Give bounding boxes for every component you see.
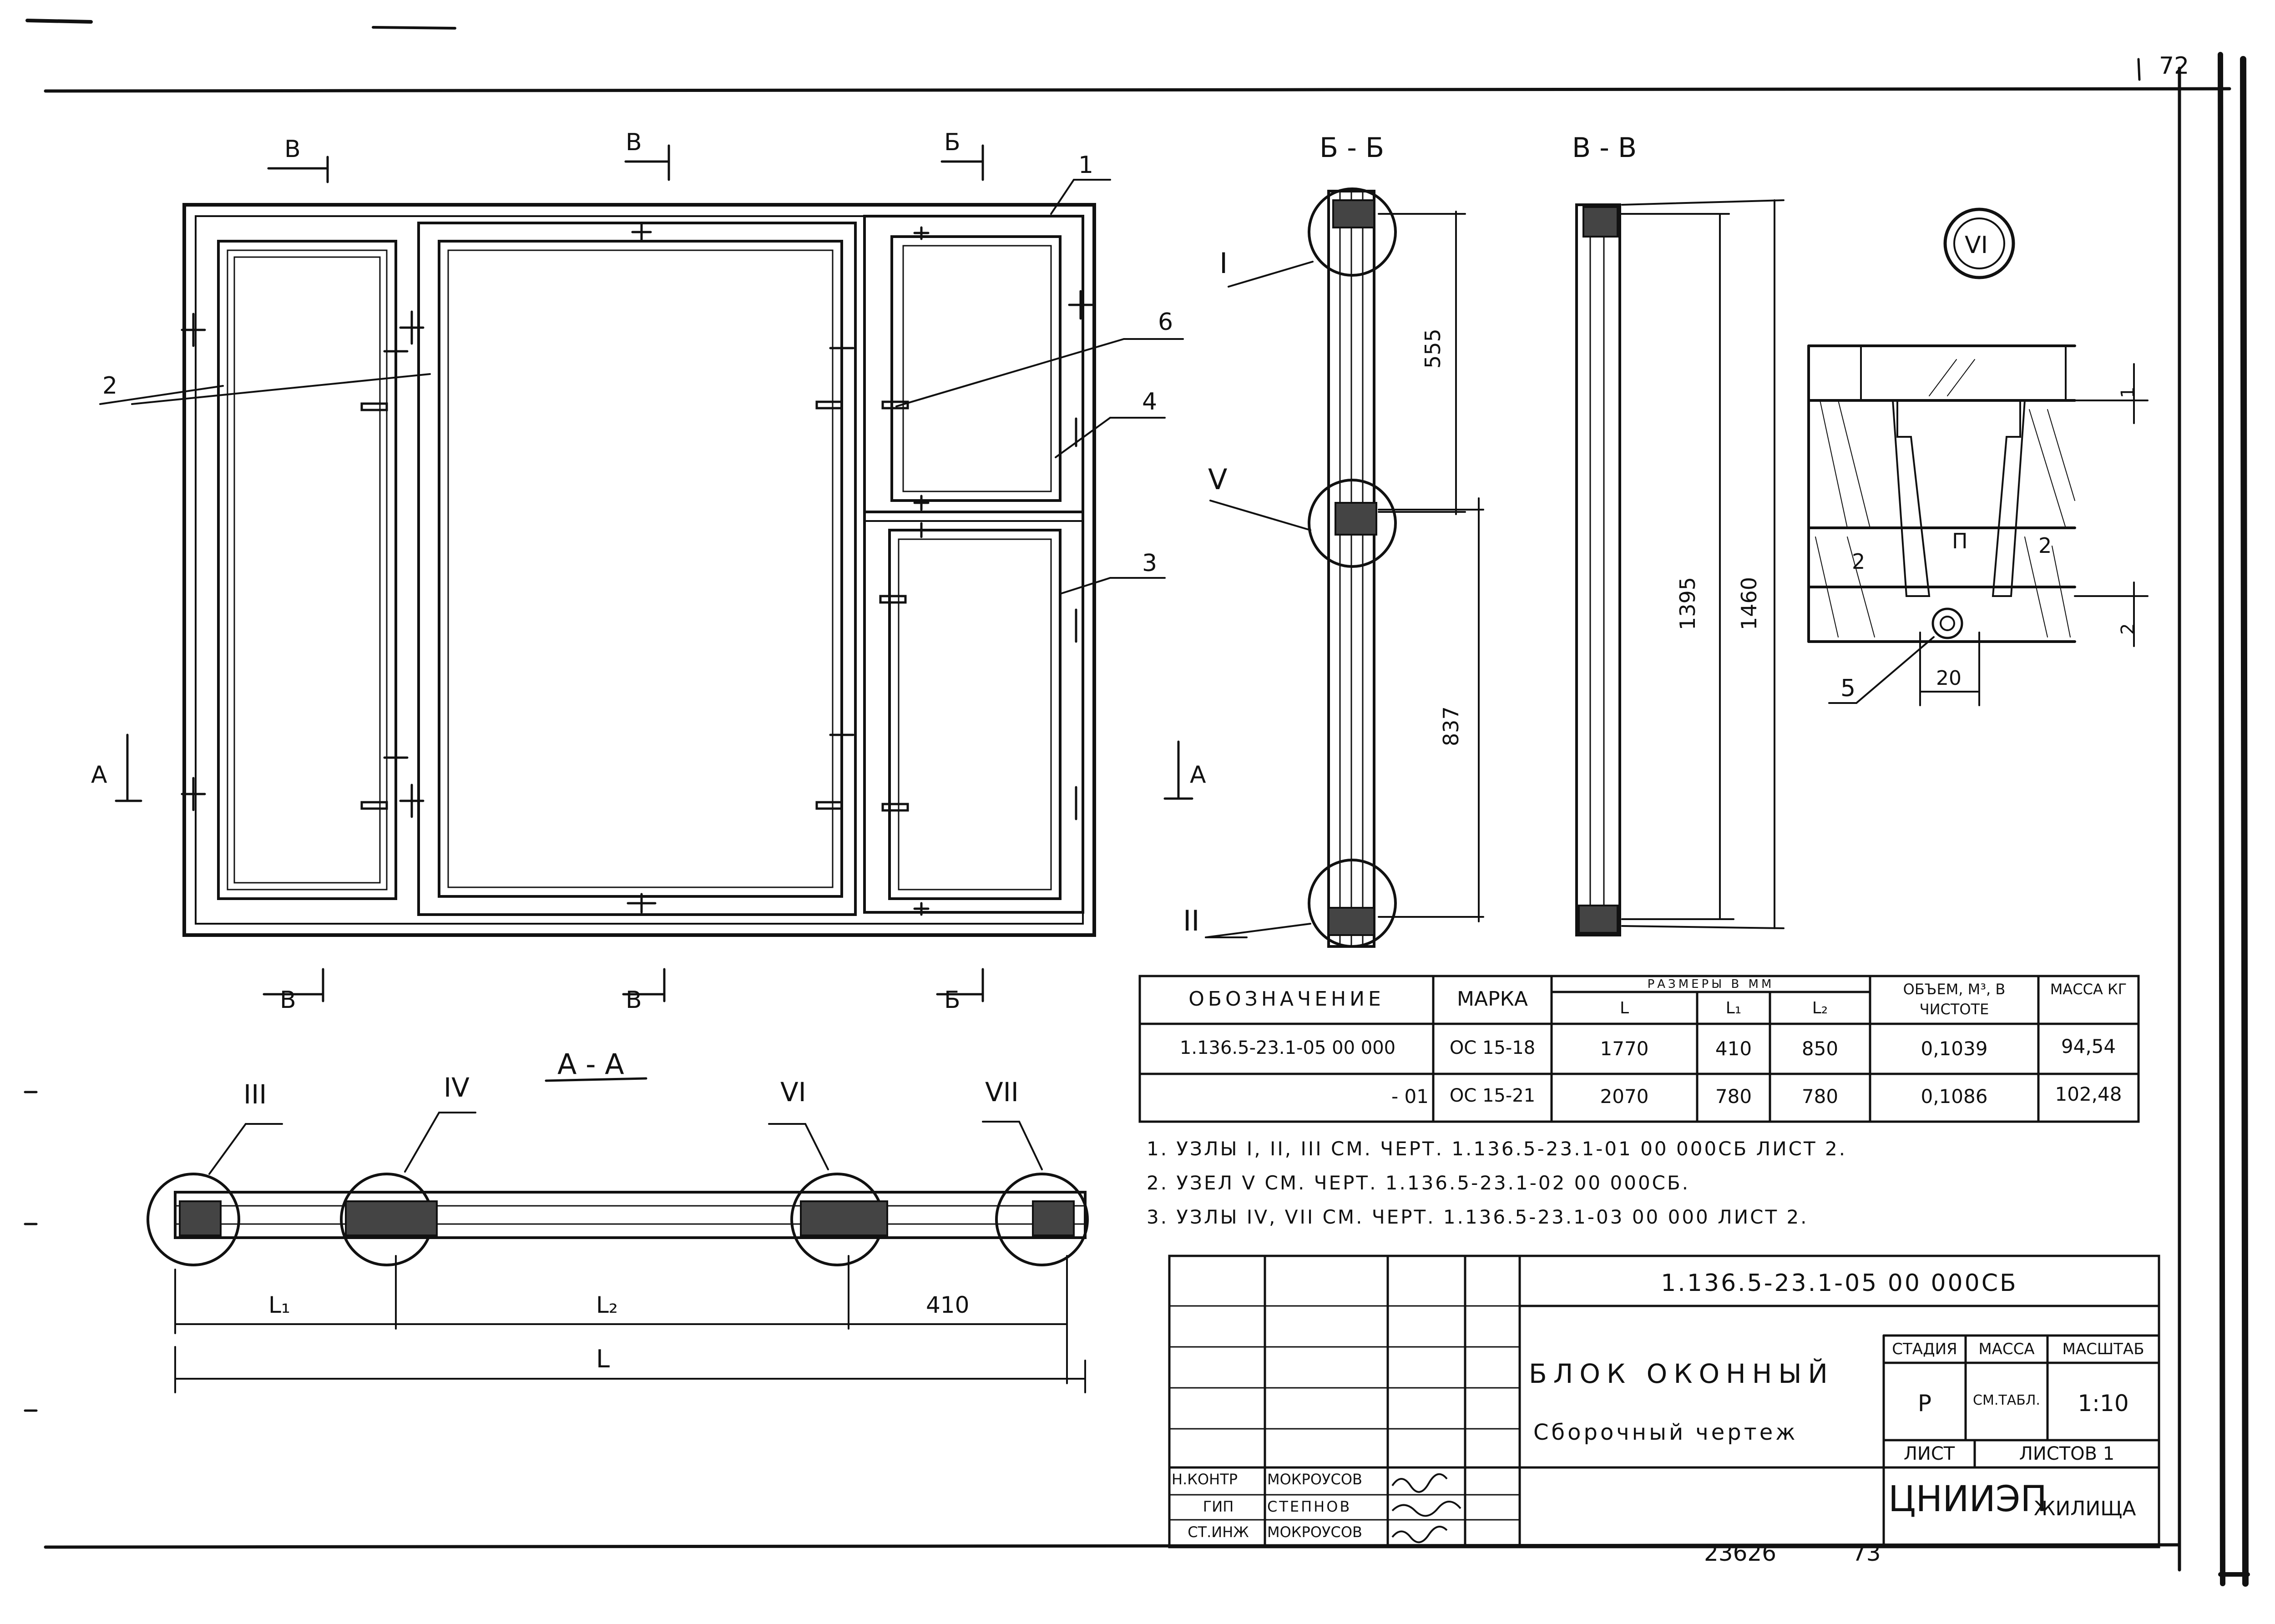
- node-label-VII: VII: [985, 1077, 1019, 1108]
- view-title-vv: В - В: [1572, 132, 1637, 164]
- mass-value: СМ.ТАБЛ.: [1973, 1392, 2040, 1408]
- table-header-volume: ОБЪЕМ, М³, В ЧИСТОТЕ: [1903, 981, 2006, 1018]
- detail-vi: [1807, 207, 2149, 706]
- table-row-1-L1: 410: [1715, 1037, 1752, 1060]
- signature-role-3: СТ.ИНЖ: [1188, 1523, 1249, 1541]
- callout-1: 1: [1078, 152, 1093, 179]
- dimensions-table-grid: [1138, 975, 2140, 1123]
- detail-pos-2b: 2: [2038, 533, 2052, 558]
- sheets-label: ЛИСТОВ 1: [2019, 1443, 2115, 1464]
- table-header-sizes: РАЗМЕРЫ В ММ: [1647, 977, 1774, 991]
- table-header-designation: ОБОЗНАЧЕНИЕ: [1188, 987, 1385, 1011]
- org-suffix: ЖИЛИЩА: [2034, 1497, 2136, 1520]
- window-elevation: [99, 144, 1193, 1002]
- dim-2: 2: [2118, 623, 2138, 635]
- section-aa: [147, 1077, 1089, 1393]
- dim-555: 555: [1421, 329, 1445, 369]
- section-bb: [1205, 187, 1484, 948]
- signature-name-1: МОКРОУСОВ: [1267, 1471, 1362, 1488]
- section-mark-v-top-left: В: [284, 136, 301, 163]
- view-title-bb: Б - Б: [1320, 132, 1384, 164]
- sheet-label: ЛИСТ: [1903, 1443, 1955, 1464]
- org-name: ЦНИИЭП: [1888, 1479, 2048, 1520]
- stage-label: СТАДИЯ: [1892, 1340, 1957, 1358]
- dim-410: 410: [926, 1292, 969, 1318]
- section-vv: [1575, 199, 1785, 936]
- page-number-bottom: 73: [1852, 1540, 1881, 1566]
- detail-pos-2a: 2: [1852, 549, 1865, 574]
- section-mark-v-top-mid: В: [626, 129, 642, 156]
- detail-label-VI: VI: [1965, 232, 1988, 259]
- table-row-2-designation: - 01: [1391, 1085, 1429, 1108]
- page-number-top: 72: [2159, 52, 2189, 80]
- mass-label: МАССА: [1978, 1340, 2035, 1358]
- archive-number: 23626: [1704, 1540, 1776, 1566]
- table-header-L2: L₂: [1812, 999, 1828, 1017]
- sheet-frame: [25, 19, 2250, 1587]
- section-mark-a-left: А: [91, 761, 107, 789]
- table-header-L: L: [1619, 999, 1629, 1017]
- section-mark-b-bottom-right: Б: [944, 987, 961, 1014]
- node-label-IV: IV: [444, 1072, 470, 1103]
- node-label-III: III: [243, 1079, 267, 1110]
- table-row-1-mass: 94,54: [2061, 1035, 2116, 1057]
- table-row-1-designation: 1.136.5-23.1-05 00 000: [1179, 1037, 1396, 1058]
- dim-1460: 1460: [1737, 577, 1761, 630]
- dim-20: 20: [1936, 667, 1962, 690]
- node-label-VI: VI: [780, 1077, 806, 1108]
- callout-5: 5: [1840, 675, 1855, 702]
- node-label-II: II: [1183, 904, 1200, 937]
- signature-role-1: Н.КОНТР: [1172, 1471, 1238, 1488]
- dim-L1: L₁: [268, 1292, 290, 1318]
- table-row-2-L: 2070: [1600, 1085, 1649, 1108]
- section-mark-v-bottom-left: В: [280, 987, 296, 1014]
- table-row-1-mark: ОС 15-18: [1449, 1037, 1536, 1058]
- callout-2: 2: [102, 372, 117, 400]
- callout-3: 3: [1142, 550, 1157, 577]
- table-row-1-L2: 850: [1801, 1037, 1839, 1060]
- table-row-2-mass: 102,48: [2055, 1083, 2122, 1105]
- dim-L2: L₂: [596, 1292, 618, 1318]
- dim-837: 837: [1439, 706, 1463, 746]
- margin-ticks: [24, 1091, 38, 1412]
- table-row-1-L: 1770: [1600, 1037, 1649, 1060]
- table-row-2-L2: 780: [1801, 1085, 1839, 1108]
- drawing-subtitle: Сборочный чертеж: [1533, 1420, 1798, 1445]
- table-row-1-volume: 0,1039: [1921, 1037, 1988, 1060]
- section-mark-b-top-right: Б: [944, 129, 961, 156]
- scale-value: 1:10: [2078, 1390, 2129, 1417]
- table-row-2-mark: ОС 15-21: [1449, 1085, 1536, 1106]
- dim-1395: 1395: [1675, 577, 1700, 630]
- stage-value: Р: [1917, 1390, 1932, 1417]
- table-row-2-L1: 780: [1715, 1085, 1752, 1108]
- node-label-I: I: [1219, 247, 1228, 280]
- doc-code: 1.136.5-23.1-05 00 000СБ: [1661, 1270, 2018, 1297]
- dim-1: 1: [2118, 387, 2138, 398]
- callout-4: 4: [1142, 388, 1157, 415]
- table-row-2-volume: 0,1086: [1921, 1085, 1988, 1108]
- detail-pos-p: П: [1952, 529, 1968, 553]
- note-2: 2. УЗЕЛ V СМ. ЧЕРТ. 1.136.5-23.1-02 00 0…: [1147, 1172, 1690, 1194]
- note-1: 1. УЗЛЫ I, II, III СМ. ЧЕРТ. 1.136.5-23.…: [1147, 1138, 1847, 1160]
- signature-name-2: СТЕПНОВ: [1267, 1498, 1352, 1515]
- node-label-V: V: [1208, 463, 1227, 496]
- note-3: 3. УЗЛЫ IV, VII СМ. ЧЕРТ. 1.136.5-23.1-0…: [1147, 1206, 1809, 1228]
- title-block-grid: [1168, 1255, 2160, 1548]
- section-mark-a-right: А: [1190, 761, 1206, 789]
- signature-role-2: ГИП: [1203, 1498, 1234, 1515]
- scale-label: МАСШТАБ: [2062, 1340, 2144, 1358]
- view-title-aa: А - А: [557, 1047, 624, 1081]
- section-mark-v-bottom-mid: В: [626, 987, 642, 1014]
- callout-6: 6: [1158, 309, 1173, 336]
- drawing-title: БЛОК ОКОННЫЙ: [1529, 1358, 1834, 1389]
- table-header-mark: МАРКА: [1457, 987, 1528, 1011]
- dim-L: L: [596, 1345, 610, 1373]
- table-header-mass: МАССА КГ: [2050, 981, 2127, 998]
- signature-name-3: МОКРОУСОВ: [1267, 1523, 1362, 1541]
- table-header-L1: L₁: [1725, 999, 1742, 1017]
